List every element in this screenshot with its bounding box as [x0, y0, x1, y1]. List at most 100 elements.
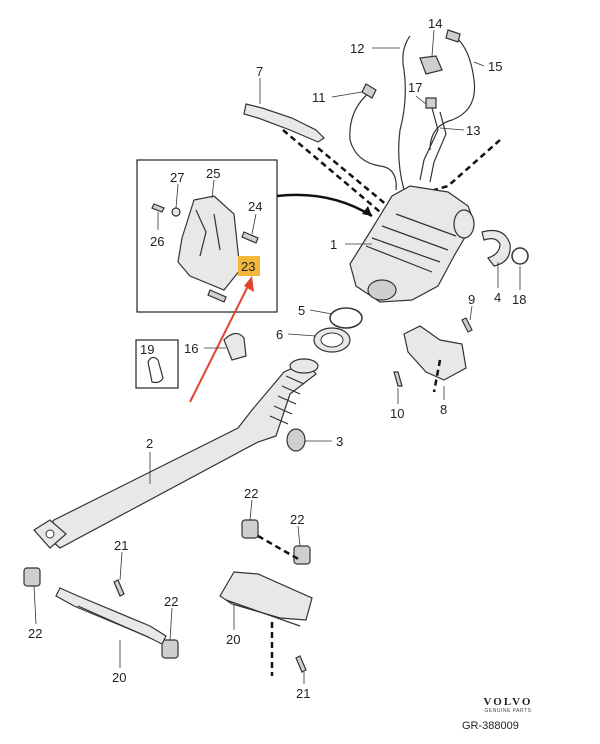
leader-24 — [251, 213, 257, 235]
sensor-11 — [361, 83, 377, 99]
brand-name: VOLVO — [483, 696, 533, 708]
flex-section — [269, 375, 305, 425]
brand-logo: VOLVO GENUINE PARTS — [458, 696, 558, 714]
inset-pointer-arrowhead — [362, 206, 372, 216]
callout-20a: 20 — [112, 670, 126, 685]
bracket-22-dash — [257, 534, 301, 562]
callout-11: 11 — [312, 90, 326, 105]
sensor-15 — [445, 29, 461, 43]
bolt-9 — [461, 317, 473, 333]
leader-22b — [169, 607, 173, 641]
gasket-5 — [329, 307, 363, 329]
front-pipe-2 — [43, 361, 317, 549]
converter-outlet — [367, 279, 397, 301]
bracket-7 — [243, 103, 325, 143]
callout-23: 23 — [241, 259, 255, 274]
bolt-10 — [393, 371, 403, 387]
clip-17 — [425, 97, 437, 109]
callout-22a: 22 — [28, 626, 42, 641]
leader-15 — [473, 61, 485, 67]
callout-13: 13 — [466, 123, 480, 138]
dashed-guide-3 — [433, 139, 501, 192]
inset-box-19 — [135, 339, 179, 389]
dashed-guide-2 — [317, 147, 401, 217]
leader-22c — [249, 499, 253, 521]
rubber-mount-22d — [293, 545, 311, 565]
connector-14 — [419, 55, 443, 75]
rubber-mount-22b — [161, 639, 179, 659]
rubber-mount-3 — [286, 428, 306, 452]
callout-20b: 20 — [226, 632, 240, 647]
callout-21a: 21 — [114, 538, 128, 553]
leader-21a — [119, 551, 123, 581]
bolt-21a — [113, 579, 125, 597]
callout-12: 12 — [350, 41, 364, 56]
pipe-inlet — [289, 358, 319, 374]
leader-9 — [469, 305, 473, 321]
graphic-id: GR-388009 — [462, 720, 519, 732]
leader-11 — [331, 91, 363, 98]
leader-13 — [439, 127, 465, 131]
callout-17: 17 — [408, 80, 422, 95]
callout-5: 5 — [298, 303, 305, 318]
brand-subtitle: GENUINE PARTS — [484, 708, 532, 714]
callout-18: 18 — [512, 292, 526, 307]
converter-flange — [453, 209, 475, 239]
clamp-6-inner — [320, 332, 344, 348]
bracket-20b — [219, 571, 313, 621]
bolt-24 — [241, 231, 259, 244]
callout-8: 8 — [440, 402, 447, 417]
bracket-20a-bar — [77, 605, 151, 639]
bolt-23 — [207, 289, 227, 303]
bracket-8 — [403, 325, 467, 381]
bracket-25-detail — [195, 209, 221, 257]
callout-2: 2 — [146, 436, 153, 451]
bracket-20b-bar — [225, 599, 301, 627]
callout-16: 16 — [184, 341, 198, 356]
highlight-arrowhead — [244, 276, 254, 292]
callout-27: 27 — [170, 170, 184, 185]
leader-22d — [297, 525, 301, 547]
leader-6 — [287, 333, 317, 337]
rubber-mount-22a — [23, 567, 41, 587]
bolt-26 — [151, 203, 165, 213]
callout-15: 15 — [488, 59, 502, 74]
callout-21b: 21 — [296, 686, 310, 701]
bolt-21b — [295, 655, 307, 673]
callout-7: 7 — [256, 64, 263, 79]
highlight-arrow — [189, 281, 251, 403]
callout-24: 24 — [248, 199, 262, 214]
harness-13 — [419, 107, 447, 183]
washer-27 — [171, 207, 181, 217]
callout-22b: 22 — [164, 594, 178, 609]
callout-4: 4 — [494, 290, 501, 305]
callout-3: 3 — [336, 434, 343, 449]
gasket-18 — [511, 247, 529, 265]
heat-shield-bracket-25 — [177, 195, 241, 291]
leader-17 — [415, 95, 427, 105]
callout-10: 10 — [390, 406, 404, 421]
clip-part-19 — [147, 356, 164, 384]
bracket-8-dash — [432, 359, 442, 393]
callout-26: 26 — [150, 234, 164, 249]
sensor-wire-15 — [429, 33, 476, 151]
leader-27 — [175, 183, 179, 209]
callout-19: 19 — [140, 342, 154, 357]
dashed-guide-1 — [282, 129, 393, 223]
converter-ribs — [365, 213, 457, 273]
clamp-4 — [481, 229, 511, 267]
inset-pointer-arrow — [276, 193, 373, 218]
callout-6: 6 — [276, 327, 283, 342]
hanger-16 — [223, 332, 247, 361]
sensor-wire-11 — [349, 91, 397, 191]
callout-1: 1 — [330, 237, 337, 252]
callout-14: 14 — [428, 16, 442, 31]
bracket-20a — [55, 587, 167, 645]
callout-22d: 22 — [290, 512, 304, 527]
callout-22c: 22 — [244, 486, 258, 501]
callout-9: 9 — [468, 292, 475, 307]
pipe-flange-hole — [45, 529, 55, 539]
leader-22a — [33, 585, 37, 625]
leader-14 — [431, 29, 435, 57]
